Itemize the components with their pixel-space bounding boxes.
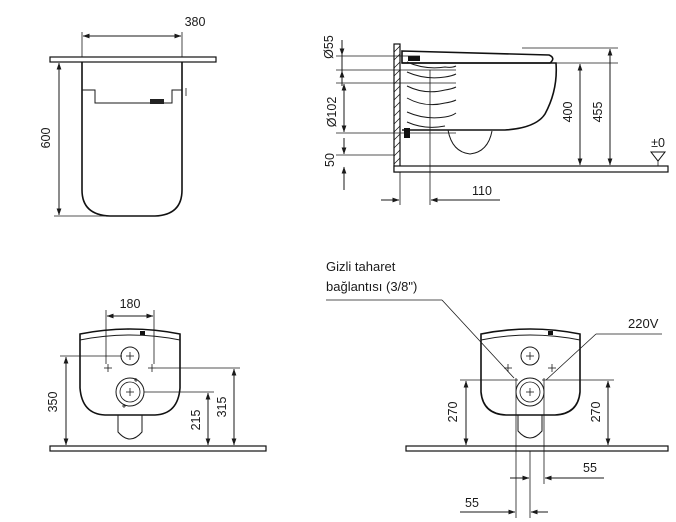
trap-rear-right <box>517 415 543 439</box>
toilet-body-rear-right <box>480 328 581 416</box>
toilet-body-front <box>81 62 183 217</box>
trap-rear-left <box>117 415 143 440</box>
floor-level-label: ±0 <box>651 136 665 150</box>
seat-lid <box>401 50 554 64</box>
rear-view-right: Gizli taharet bağlantısı (3/8") 220V 270… <box>326 259 669 518</box>
floor-right <box>405 445 669 452</box>
dim-400-label: 400 <box>561 102 575 123</box>
front-height-label: 600 <box>39 128 53 149</box>
concealed-connection-note-line2: bağlantısı (3/8") <box>326 279 417 294</box>
dim-350-label: 350 <box>46 392 60 413</box>
side-floor <box>393 165 669 173</box>
dim-215-label: 215 <box>189 410 203 431</box>
water-connection-right <box>520 346 540 366</box>
floor-left <box>49 445 267 452</box>
dim-180-label: 180 <box>120 297 141 311</box>
wall-slab <box>49 56 217 63</box>
trap-side <box>447 129 493 155</box>
dim-270-right-label: 270 <box>589 402 603 423</box>
dim-270-left-label: 270 <box>446 402 460 423</box>
internal-frame <box>88 89 178 104</box>
dim-55-bottom-label: 55 <box>465 496 479 510</box>
dim-455-label: 455 <box>591 102 605 123</box>
diameter-55-label: Ø55 <box>322 35 336 59</box>
power-label: 220V <box>628 316 659 331</box>
side-view: Ø55 Ø102 50 110 400 455 ±0 <box>322 35 669 205</box>
bowl-side <box>402 62 558 131</box>
toilet-body-rear-left <box>79 328 181 416</box>
dim-110-label: 110 <box>472 184 492 198</box>
dim-315-label: 315 <box>215 397 229 418</box>
top-connector <box>408 56 420 61</box>
diameter-102-label: Ø102 <box>325 97 339 128</box>
dim-55-lower-right-label: 55 <box>583 461 597 475</box>
front-width-label: 380 <box>185 15 206 29</box>
internal-pipes <box>406 61 457 128</box>
front-view: 380 600 <box>39 15 217 217</box>
level-triangle <box>649 151 667 162</box>
dim-50-label: 50 <box>323 153 337 167</box>
rear-view-left: 180 350 315 215 <box>46 297 267 452</box>
control-unit <box>150 99 164 104</box>
concealed-connection-note-line1: Gizli taharet <box>326 259 396 274</box>
